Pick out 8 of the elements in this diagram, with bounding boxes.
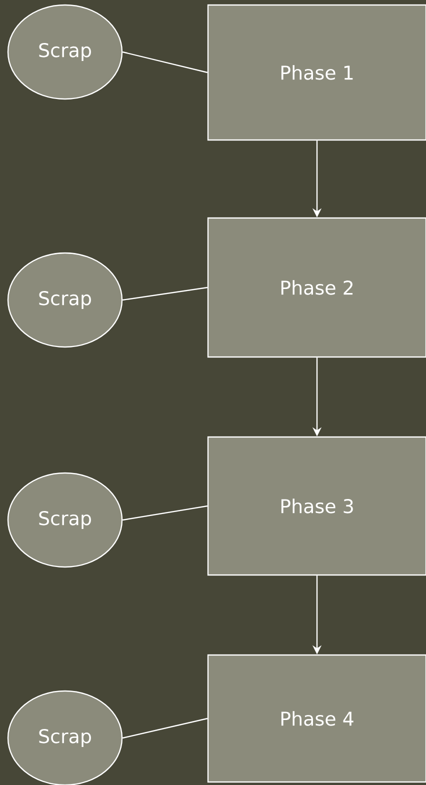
connector-line xyxy=(122,51,208,74)
connector-line xyxy=(122,286,208,301)
phase-box: Phase 1 xyxy=(207,4,426,141)
connector-line xyxy=(122,505,208,521)
connector-line xyxy=(122,718,208,739)
phase-box: Phase 4 xyxy=(207,654,426,783)
phase-box: Phase 3 xyxy=(207,436,426,576)
phase-box: Phase 2 xyxy=(207,217,426,358)
